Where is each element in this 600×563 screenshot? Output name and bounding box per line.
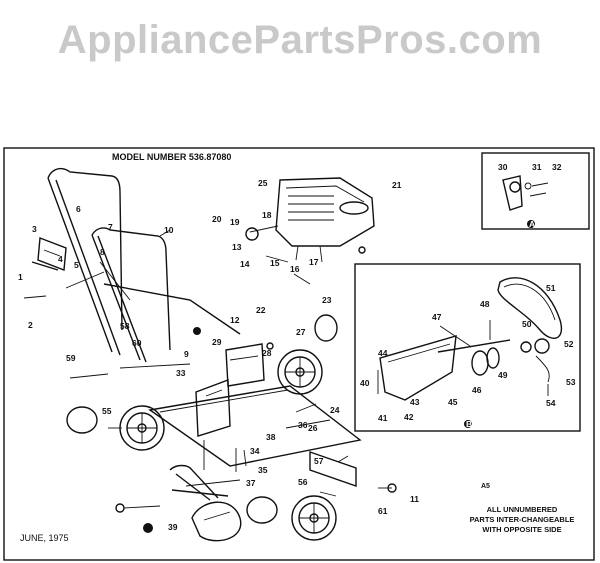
part-label-36: 36 bbox=[298, 420, 308, 430]
note-code: A5 bbox=[481, 483, 490, 490]
model-number: MODEL NUMBER 536.87080 bbox=[112, 152, 231, 162]
inset-b-box bbox=[354, 263, 581, 432]
part-label-22: 22 bbox=[256, 305, 266, 315]
part-label-48: 48 bbox=[480, 299, 490, 309]
part-label-40: 40 bbox=[360, 378, 370, 388]
part-label-30: 30 bbox=[498, 162, 508, 172]
part-label-18: 18 bbox=[262, 210, 272, 220]
part-label-52: 52 bbox=[564, 339, 574, 349]
part-label-10: 10 bbox=[164, 225, 174, 235]
part-label-1: 1 bbox=[18, 272, 23, 282]
part-label-2: 2 bbox=[28, 320, 33, 330]
part-label-33: 33 bbox=[176, 368, 186, 378]
diagram-frame bbox=[3, 147, 595, 561]
part-label-60: 60 bbox=[132, 338, 142, 348]
part-label-34: 34 bbox=[250, 446, 260, 456]
part-label-42: 42 bbox=[404, 412, 414, 422]
part-label-8: 8 bbox=[100, 247, 105, 257]
part-label-44: 44 bbox=[378, 348, 388, 358]
inset-b-parts bbox=[377, 277, 563, 428]
part-label-38: 38 bbox=[266, 432, 276, 442]
note-line-2: PARTS INTER-CHANGEABLE bbox=[470, 515, 575, 524]
part-label-9: 9 bbox=[184, 349, 189, 359]
inset-a-box bbox=[481, 152, 590, 230]
part-label-7: 7 bbox=[108, 222, 113, 232]
part-label-20: 20 bbox=[212, 214, 222, 224]
part-label-23: 23 bbox=[322, 295, 332, 305]
chassis bbox=[148, 343, 362, 487]
part-label-19: 19 bbox=[230, 217, 240, 227]
part-label-25: 25 bbox=[258, 178, 268, 188]
part-label-32: 32 bbox=[552, 162, 562, 172]
part-label-31: 31 bbox=[532, 162, 542, 172]
wheel-left bbox=[119, 405, 165, 451]
part-label-16: 16 bbox=[290, 264, 300, 274]
part-label-53: 53 bbox=[566, 377, 576, 387]
hubcap-left bbox=[66, 406, 98, 434]
callout-b-marker: B bbox=[466, 419, 472, 429]
part-label-56: 56 bbox=[298, 477, 308, 487]
wheel-right-lower bbox=[291, 495, 337, 541]
part-label-11: 11 bbox=[410, 494, 419, 504]
note-line-1: ALL UNNUMBERED bbox=[487, 505, 558, 514]
part-label-15: 15 bbox=[270, 258, 280, 268]
part-label-58: 58 bbox=[120, 321, 130, 331]
part-label-39: 39 bbox=[168, 522, 178, 532]
part-label-46: 46 bbox=[472, 385, 482, 395]
part-label-45: 45 bbox=[448, 397, 458, 407]
part-label-47: 47 bbox=[432, 312, 442, 322]
watermark-logo: AppliancePartsPros.com bbox=[57, 18, 543, 62]
part-label-26: 26 bbox=[308, 423, 318, 433]
part-label-54: 54 bbox=[546, 398, 556, 408]
wheel-right-upper bbox=[277, 349, 323, 395]
part-label-41: 41 bbox=[378, 413, 388, 423]
part-label-61: 61 bbox=[378, 506, 388, 516]
diagram-date: JUNE, 1975 bbox=[20, 533, 69, 543]
part-label-13: 13 bbox=[232, 242, 242, 252]
blade-belt-assembly bbox=[115, 464, 242, 542]
part-label-17: 17 bbox=[309, 257, 319, 267]
part-label-4: 4 bbox=[58, 254, 63, 264]
part-label-28: 28 bbox=[262, 348, 272, 358]
part-label-57: 57 bbox=[314, 456, 324, 466]
part-label-35: 35 bbox=[258, 465, 268, 475]
hubcap-upper bbox=[314, 314, 338, 342]
handle-assembly bbox=[31, 167, 241, 369]
part-label-29: 29 bbox=[212, 337, 222, 347]
callout-a-marker: A bbox=[529, 219, 535, 229]
part-label-3: 3 bbox=[32, 224, 37, 234]
part-label-21: 21 bbox=[392, 180, 402, 190]
part-label-51: 51 bbox=[546, 283, 556, 293]
note-line-3: WITH OPPOSITE SIDE bbox=[482, 525, 561, 534]
engine bbox=[245, 177, 375, 285]
part-label-12: 12 bbox=[230, 315, 240, 325]
part-label-43: 43 bbox=[410, 397, 420, 407]
part-label-14: 14 bbox=[240, 259, 250, 269]
part-label-24: 24 bbox=[330, 405, 340, 415]
hubcap-lower bbox=[246, 496, 278, 524]
hardware-bolts bbox=[23, 246, 397, 497]
part-label-59: 59 bbox=[66, 353, 76, 363]
inset-a-parts bbox=[502, 175, 549, 228]
part-label-37: 37 bbox=[246, 478, 256, 488]
part-label-50: 50 bbox=[522, 319, 532, 329]
part-label-55: 55 bbox=[102, 406, 112, 416]
part-label-6: 6 bbox=[76, 204, 81, 214]
part-label-5: 5 bbox=[74, 260, 79, 270]
part-label-49: 49 bbox=[498, 370, 508, 380]
part-label-27: 27 bbox=[296, 327, 306, 337]
